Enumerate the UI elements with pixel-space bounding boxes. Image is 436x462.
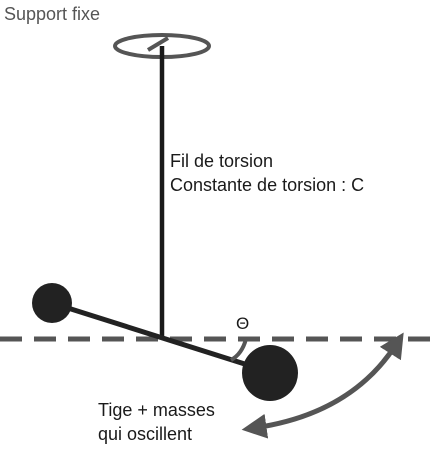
rod-masses-label-line2: qui oscillent [98, 424, 193, 444]
torsion-wire-label-line2: Constante de torsion : C [170, 175, 365, 195]
angle-arc [229, 338, 248, 362]
torsion-wire-label-line1: Fil de torsion [170, 151, 274, 171]
support-label: Support fixe [4, 4, 101, 24]
angle-theta-label: Θ [236, 314, 250, 333]
oscillation-arrow [241, 332, 404, 439]
mass-right [242, 345, 298, 401]
support-pointer [146, 36, 170, 52]
rod-masses-label-line1: Tige + masses [98, 400, 215, 420]
mass-left [32, 283, 72, 323]
rod-masses-label: Tige + masses qui oscillent [98, 398, 215, 446]
torsion-wire-label: Fil de torsion Constante de torsion : C [170, 149, 364, 197]
